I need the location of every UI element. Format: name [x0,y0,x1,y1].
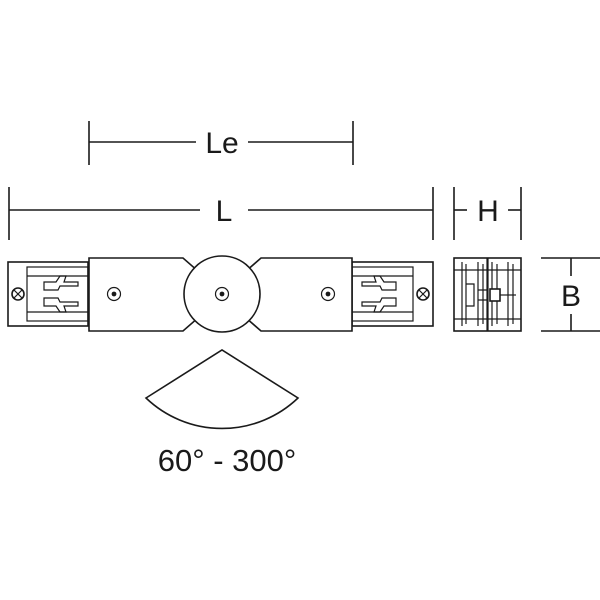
l-label: L [216,195,233,228]
right-contact-clip-bottom [361,297,397,313]
rivet-icon [320,286,336,302]
rotation-sector-icon [144,349,300,430]
connector-end-view [453,257,522,332]
h-dimension: H [453,187,522,240]
b-label: B [561,280,581,313]
left-contact-clip-top [43,275,79,291]
rivet-icon [106,286,122,302]
le-label: Le [205,127,238,160]
pivot-icon [214,286,230,302]
angle-range-label: 60° - 300° [158,443,297,478]
l-dimension: L [8,187,434,240]
connector-side-view [7,255,434,333]
end-view-contact [489,288,501,302]
le-dimension: Le [88,121,354,165]
h-label: H [477,195,499,228]
right-contact-clip-top [361,275,397,291]
left-contact-clip-bottom [43,297,79,313]
rotation-angle-indicator [144,349,300,430]
b-dimension: B [541,257,600,332]
